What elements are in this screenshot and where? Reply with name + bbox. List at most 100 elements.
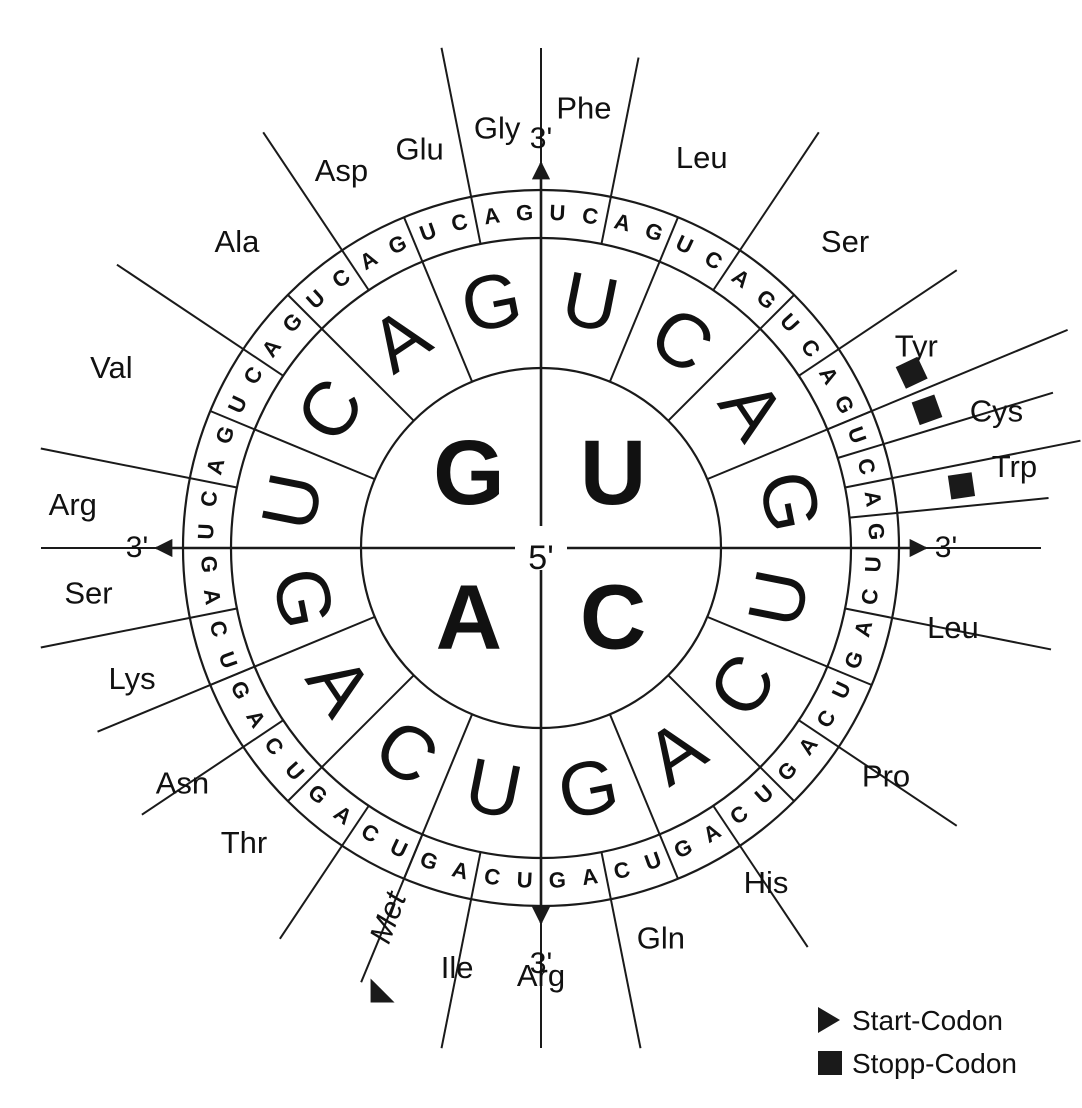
third-base-a: A [241,706,271,733]
third-base-g: G [303,779,332,809]
third-base-u: U [827,678,856,703]
second-base-divider [667,294,795,422]
first-base-c: C [580,566,646,668]
legend: Start-Codon Stopp-Codon [818,1005,1017,1079]
amino-acid-divider [279,805,370,940]
third-base-a: A [199,587,226,606]
third-base-c: C [856,587,883,606]
third-base-a: A [793,732,823,760]
amino-acid-divider [600,57,640,245]
amino-acid-ile: Ile [441,950,474,985]
stop-codon-icon [895,356,928,389]
third-base-u: U [301,285,330,314]
second-base-u: U [555,255,625,349]
stop-square-icon [818,1051,842,1075]
third-base-g: G [210,423,239,448]
third-base-u: U [516,867,533,893]
stop-codon-icon [947,472,976,500]
third-base-c: C [195,489,222,508]
top-3prime-label: 3' [530,122,552,155]
third-base-u: U [641,846,664,875]
second-base-divider [403,216,474,383]
third-base-a: A [699,818,726,848]
third-base-c: C [611,856,633,884]
right-3prime-label: 3' [935,531,957,564]
amino-acid-asp: Asp [315,153,368,188]
third-base-c: C [357,818,384,848]
amino-acid-glu: Glu [396,131,444,166]
third-base-a: A [329,800,357,830]
third-base-g: G [642,217,667,246]
amino-acid-divider [141,719,284,816]
third-base-a: A [482,202,501,229]
third-base-u: U [223,392,252,417]
sector-dividers [40,47,1081,1049]
amino-acid-divider [440,851,482,1049]
third-base-c: C [853,456,881,478]
amino-acid-divider [116,263,284,377]
amino-acid-divider [40,447,238,489]
third-base-u: U [416,217,439,246]
second-base-divider [287,294,415,422]
amino-acid-leu: Leu [927,610,979,645]
second-base-a: A [702,366,801,456]
amino-acid-trp: Trp [992,449,1037,484]
amino-acid-divider [97,665,255,733]
second-base-divider [209,410,376,481]
bottom-3prime-label: 3' [530,947,552,980]
third-base-a: A [860,489,887,508]
start-codon-icon [370,978,395,1003]
second-base-g: G [551,741,626,836]
third-base-g: G [839,648,868,673]
third-base-c: C [327,264,355,294]
second-base-c: C [692,639,793,732]
amino-acid-divider [798,719,958,827]
third-base-a: A [580,863,599,890]
amino-acid-gln: Gln [637,920,685,955]
third-base-c: C [725,800,753,830]
third-base-a: A [450,856,472,884]
second-base-u: U [245,466,339,536]
amino-acid-divider [40,607,238,649]
third-base-u: U [214,648,243,671]
second-base-g: G [454,255,529,350]
start-triangle-icon [818,1007,840,1033]
amino-acid-divider [712,131,820,291]
third-base-a: A [257,334,287,362]
amino-acid-divider [262,131,370,291]
third-base-g: G [277,308,307,337]
second-base-g: G [256,561,351,636]
third-base-c: C [238,362,268,389]
third-base-a: A [814,362,844,389]
third-base-g: G [515,200,533,226]
second-base-a: A [631,703,721,802]
third-base-u: U [549,200,566,226]
third-base-g: G [417,846,442,875]
second-base-u: U [732,563,826,633]
legend-start-label: Start-Codon [852,1005,1003,1036]
third-base-c: C [811,706,841,733]
third-base-c: C [581,202,600,229]
amino-acid-divider [844,439,1081,489]
stop-codon-icon [911,394,943,426]
third-base-c: C [700,245,727,275]
second-base-divider [287,674,415,802]
first-base-g: G [433,422,505,524]
third-base-u: U [672,230,697,259]
amino-acid-pro: Pro [862,759,910,794]
second-base-u: U [458,742,528,836]
third-base-a: A [849,618,877,640]
amino-acid-leu: Leu [676,140,728,175]
third-base-g: G [196,555,222,573]
first-base-a: A [436,566,502,668]
second-base-c: C [360,702,453,803]
third-base-u: U [193,523,219,540]
amino-acid-ser: Ser [821,224,869,259]
third-base-a: A [727,264,755,294]
amino-acid-divider [360,834,424,983]
amino-acid-cys: Cys [970,393,1023,428]
third-base-a: A [612,208,634,236]
amino-acid-phe: Phe [556,90,611,125]
